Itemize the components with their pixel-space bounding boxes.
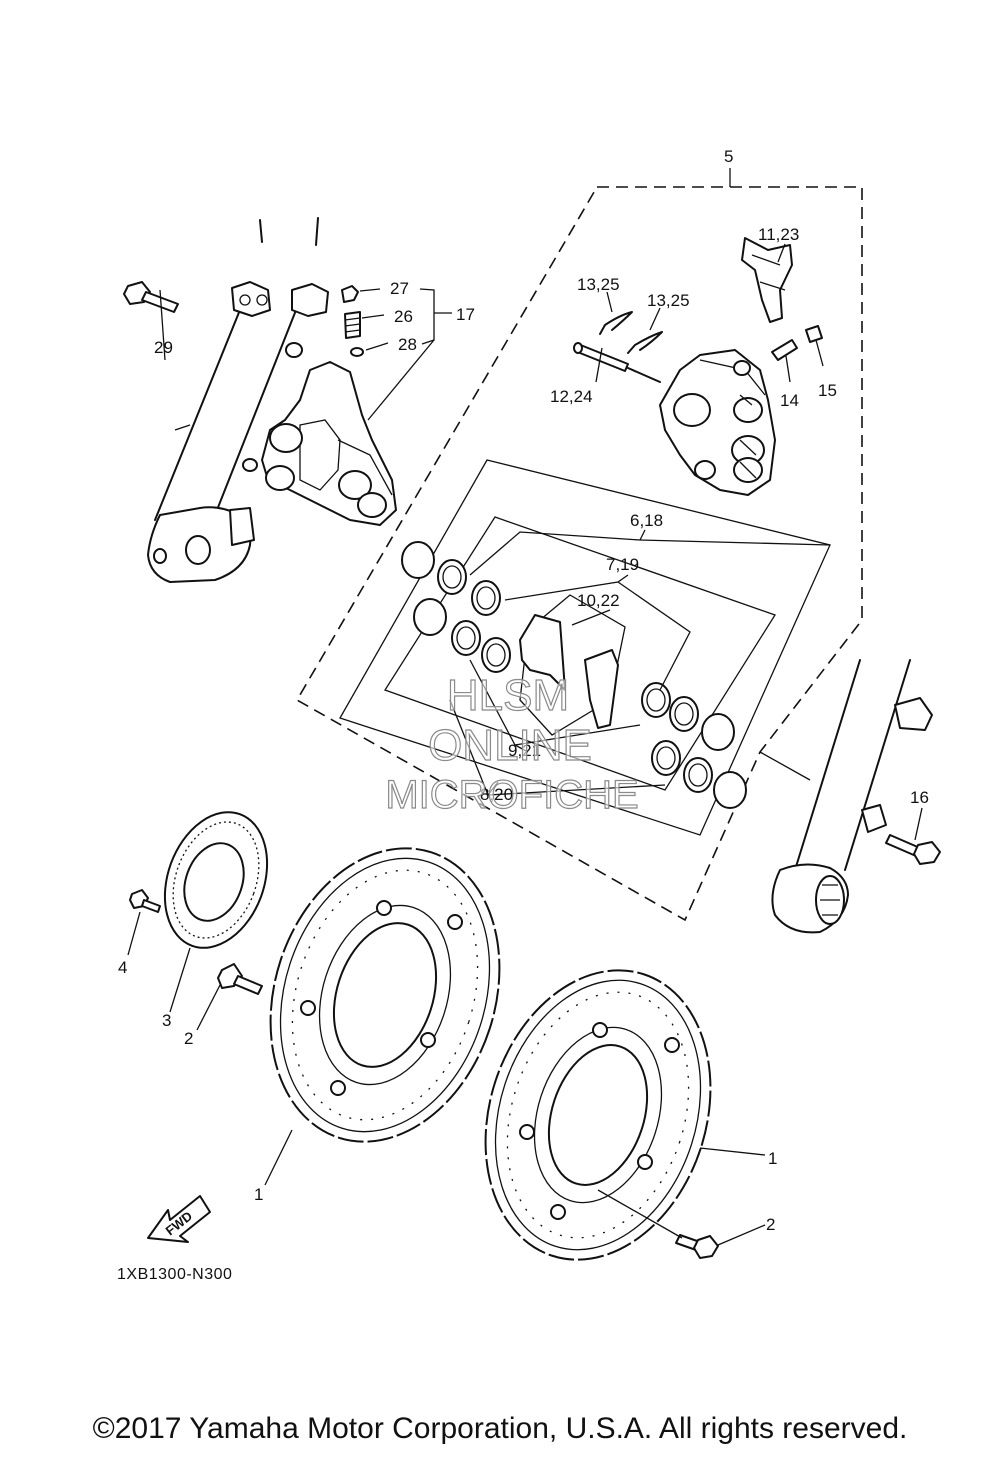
watermark-line3: MICROFICHE	[385, 773, 638, 817]
callout-2-left: 2	[184, 1029, 193, 1048]
bolt-2-left	[217, 963, 263, 995]
callout-29: 29	[154, 338, 173, 357]
brake-disc-left	[269, 847, 501, 1143]
callout-28: 28	[398, 335, 417, 354]
clips	[599, 311, 663, 354]
callout-6-18: 6,18	[630, 511, 663, 530]
callout-12-24: 12,24	[550, 387, 593, 406]
watermark-line2: ONLINE	[428, 721, 592, 770]
watermark-line1: HLSM	[447, 671, 569, 720]
callout-2-right: 2	[766, 1215, 775, 1234]
left-bleed-parts	[341, 285, 364, 357]
right-pistons-seals	[641, 682, 747, 809]
callouts: 5 11,23 13,25 13,25 12,24 14 15 27 26 17…	[118, 147, 929, 1234]
bolt-16	[885, 834, 941, 865]
bolt-2-right	[675, 1234, 719, 1259]
callout-1-left: 1	[254, 1185, 263, 1204]
left-caliper	[242, 342, 397, 526]
brake-disc-right	[484, 969, 712, 1261]
callout-7-19: 7,19	[606, 555, 639, 574]
watermark: HLSM ONLINE MICROFICHE	[385, 670, 640, 817]
callout-11-23: 11,23	[758, 225, 799, 244]
left-pistons-seals	[401, 541, 511, 673]
callout-8-20: 8,20	[480, 785, 513, 804]
right-fork-leg	[771, 659, 933, 934]
callout-14: 14	[780, 391, 799, 410]
bolt-4	[129, 889, 161, 913]
callout-13-25-a: 13,25	[577, 275, 620, 294]
leader-lines	[127, 168, 923, 1246]
callout-16: 16	[910, 788, 929, 807]
callout-15: 15	[818, 381, 837, 400]
left-fork-leg	[147, 217, 329, 583]
part-code: 1XB1300-N300	[117, 1266, 233, 1283]
brake-pads	[519, 614, 619, 729]
fwd-arrow-icon: FWD	[147, 1195, 211, 1243]
piston-seal-box-outer	[339, 459, 831, 836]
sensor-rotor	[163, 811, 269, 949]
callout-1-right: 1	[768, 1149, 777, 1168]
bolt-29	[123, 281, 179, 313]
bleed-screw	[771, 325, 823, 361]
callout-26: 26	[394, 307, 413, 326]
callout-10-22: 10,22	[577, 591, 620, 610]
callout-17: 17	[456, 305, 475, 324]
copyright-notice: ©2017 Yamaha Motor Corporation, U.S.A. A…	[92, 1412, 908, 1445]
callout-4: 4	[118, 958, 127, 977]
callout-13-25-b: 13,25	[647, 291, 690, 310]
right-caliper	[659, 349, 776, 496]
callout-9-21: 9,21	[508, 741, 541, 760]
callout-27: 27	[390, 279, 409, 298]
pad-spring	[741, 237, 793, 323]
pad-pin	[573, 342, 661, 383]
callout-5: 5	[724, 147, 733, 166]
callout-3: 3	[162, 1011, 171, 1030]
